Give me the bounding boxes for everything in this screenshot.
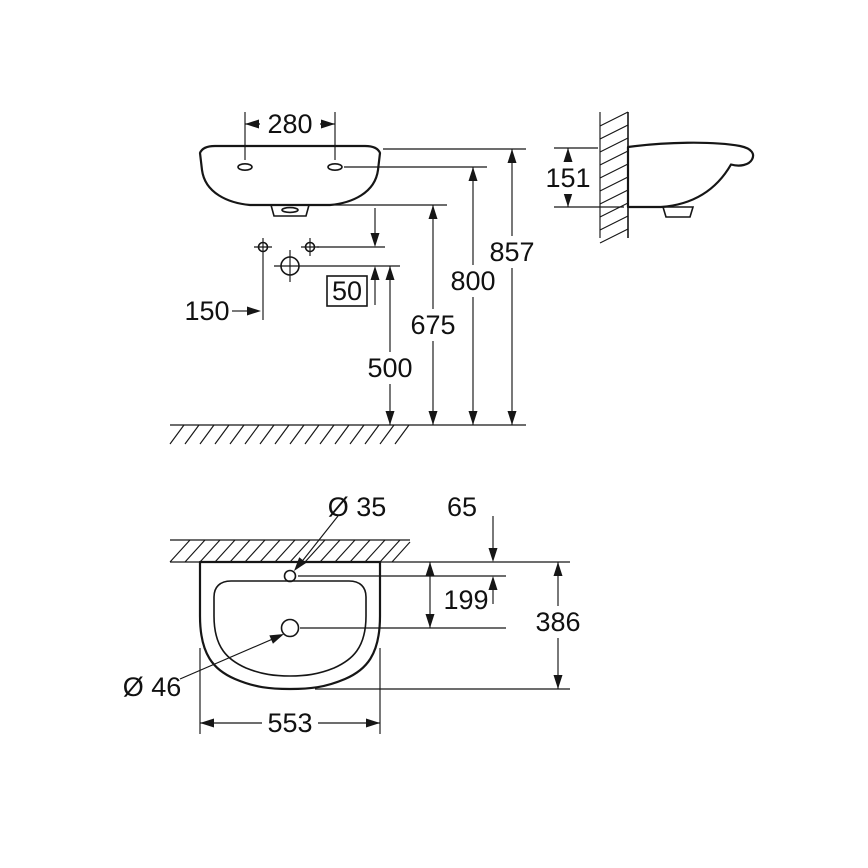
dim-675-label: 675 [410, 310, 455, 340]
floor-hatch [169, 424, 526, 445]
front-view: 280 857 800 675 [169, 108, 538, 445]
dim-857-label: 857 [489, 237, 534, 267]
dim-fixing-height: 800 [344, 166, 499, 425]
dim-hole-offset: 50 [317, 208, 385, 307]
leader-tap-hole-diameter: Ø 35 [294, 492, 387, 571]
dim-tap-hole-from-wall: 65 [298, 492, 506, 604]
dim-dia35-label: Ø 35 [328, 492, 387, 522]
drain-hole-plan [280, 618, 300, 638]
wall-hatch-plan [169, 539, 570, 563]
dim-65-label: 65 [447, 492, 477, 522]
basin-front-outline [198, 144, 382, 207]
basin-inner-rim [213, 580, 367, 677]
basin-side-outline [626, 141, 755, 209]
drain-side-detail [661, 206, 695, 218]
dim-500-label: 500 [367, 353, 412, 383]
dim-overall-width: 553 [199, 648, 381, 739]
dim-dia46-label: Ø 46 [123, 672, 182, 702]
dim-basin-depth-at-wall: 151 [542, 147, 624, 208]
fixing-slot-left [237, 163, 253, 172]
dim-150-label: 150 [184, 296, 229, 326]
dim-overall-height: 857 [383, 148, 538, 425]
dim-386-label: 386 [535, 607, 580, 637]
overflow-slot [281, 206, 299, 214]
dim-800-label: 800 [450, 266, 495, 296]
overflow-ledge [269, 204, 311, 217]
plan-view: Ø 35 Ø 46 65 199 [123, 492, 584, 739]
tap-hole-plan [283, 569, 297, 583]
dim-drain-from-wall: 199 [300, 562, 506, 629]
dim-280-label: 280 [267, 109, 312, 139]
dim-553-label: 553 [267, 708, 312, 738]
basin-plan-outline [198, 560, 382, 691]
dim-side-offset: 150 [184, 256, 264, 326]
side-view: 151 [542, 111, 755, 244]
dim-rim-underside-height: 675 [316, 204, 459, 425]
dim-tap-ledge-height: 500 [306, 265, 416, 425]
dim-fixing-distance: 280 [244, 108, 336, 160]
wall-hatch-side [599, 111, 629, 244]
dim-overall-depth: 386 [315, 562, 584, 690]
bracket-hole-right-mark [301, 238, 319, 256]
tap-hole-mark [274, 250, 306, 282]
dim-50-label: 50 [332, 276, 362, 306]
bracket-hole-left-mark [254, 238, 272, 256]
fixing-slot-right [327, 163, 343, 172]
dim-151-label: 151 [545, 163, 590, 193]
dim-199-label: 199 [443, 585, 488, 615]
leader-drain-diameter: Ø 46 [123, 634, 284, 702]
